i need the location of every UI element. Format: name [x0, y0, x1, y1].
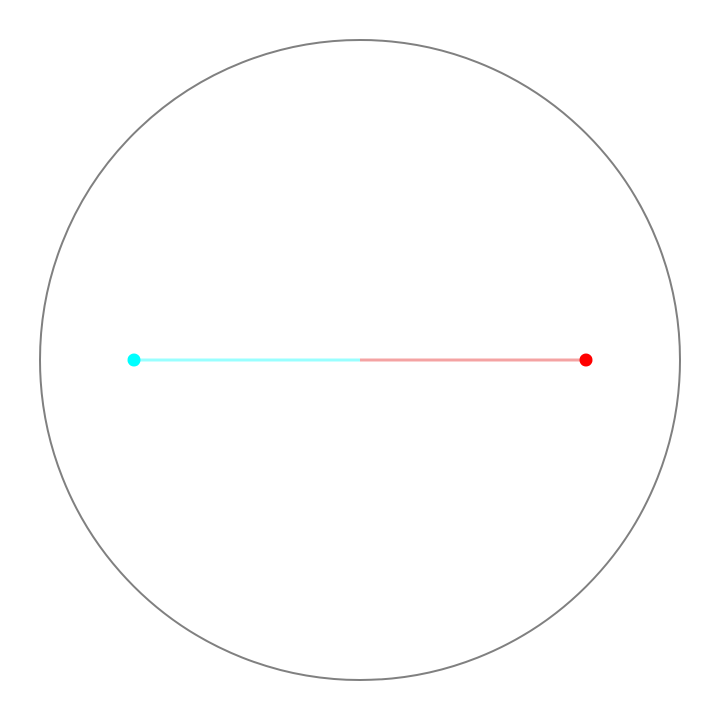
outer-circle: [39, 39, 681, 681]
red-endpoint-marker: [579, 353, 593, 367]
cyan-endpoint-marker: [127, 353, 141, 367]
